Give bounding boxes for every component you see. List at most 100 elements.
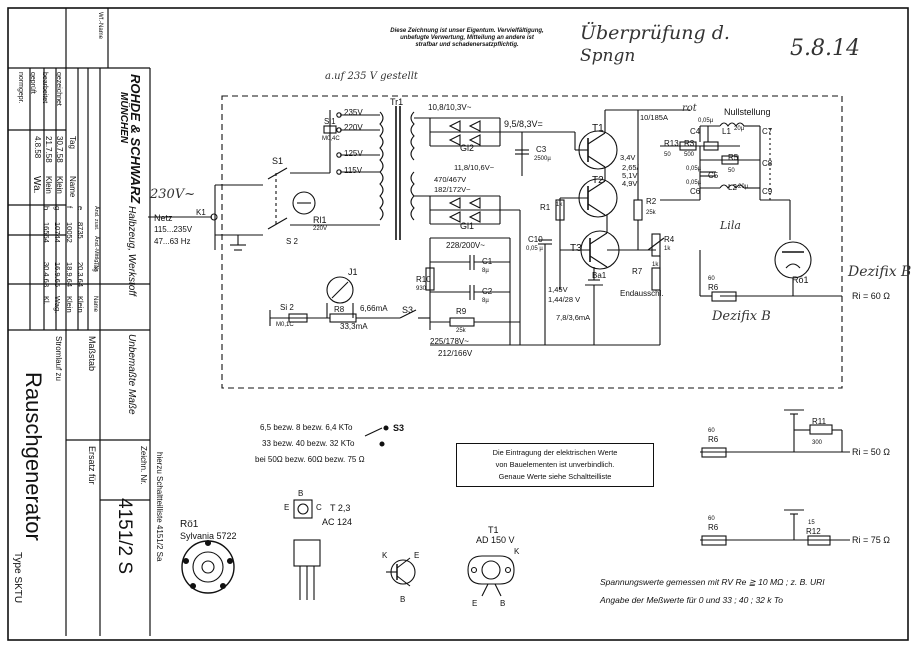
lamp-rl1 [292, 191, 316, 215]
transistor-t1 [574, 110, 618, 170]
handwritten-dezifix: Dezifix B [848, 264, 912, 280]
c3-label: C3 [536, 145, 547, 154]
r3-value: 500 [684, 152, 695, 158]
checked-date: 21.7.58 [44, 136, 53, 163]
c1-label: C1 [482, 257, 493, 266]
r12-value: 15 [808, 520, 815, 526]
head-name: Name [68, 176, 77, 198]
change-cell: g [53, 206, 62, 211]
rectifier-gl1 [414, 195, 521, 345]
l2-label: L2 [728, 183, 737, 192]
r13-value: 50 [664, 152, 671, 158]
tested-name: Wa. [31, 176, 42, 194]
rl1-spec: 220V [313, 226, 328, 232]
endausschl-label: Endausschl. [620, 289, 664, 298]
r10-label: R10 [416, 275, 431, 284]
sheet-border [7, 7, 909, 641]
pin-e-label: E [284, 503, 290, 512]
note-line: Genaue Werte siehe Schaltteilliste [498, 472, 612, 481]
r6-label: R6 [708, 283, 719, 292]
s3-legend-line-2: 33 bezw. 40 bezw. 32 KTo [262, 439, 355, 448]
hv-filter [425, 237, 520, 346]
ersatz-label: Ersatz für [87, 446, 97, 485]
label-drawn: gezeichnet [55, 72, 62, 106]
c9-label: C9 [762, 187, 773, 196]
r3-label: R3 [684, 139, 695, 148]
handwritten-date: 5.8.14 [790, 36, 860, 61]
r4-value: 1k [664, 246, 671, 252]
handwritten-rot: rot [682, 103, 697, 114]
r6-value-75: 60 [708, 516, 715, 522]
v34-label: 3,4V [620, 153, 636, 162]
r6-value-50: 60 [708, 428, 715, 434]
r1-label: R1 [540, 203, 551, 212]
company-name: ROHDE & SCHWARZ [128, 74, 143, 204]
v118-label: 11,8/10,6V~ [454, 163, 495, 172]
r11-label: R11 [812, 417, 827, 426]
i666-label: 6,66mA [360, 304, 388, 313]
mains-input [148, 167, 330, 251]
ri75-label: Ri = 75 Ω [852, 535, 890, 545]
transistor-t2 [560, 167, 618, 218]
c10-label: C10 [528, 235, 543, 244]
halbzeug-label: Halbzeug, Werkstoff [126, 206, 137, 296]
si1-spec: M0,4C [322, 136, 340, 142]
pin-e-label-3: E [472, 599, 478, 608]
stromlauf-label: Stromlauf zu [54, 336, 63, 381]
s1-label: S1 [272, 156, 284, 166]
tested-date: 4.8.58 [33, 136, 42, 159]
rl1-label: Rl1 [313, 215, 327, 225]
pin-b-label-3: B [500, 599, 506, 608]
handwritten-dezifix-r6: Dezifix B [712, 309, 771, 324]
c3-value: 2500µ [534, 156, 551, 162]
change-cell: 10052 [65, 222, 74, 243]
enclosure-dashed [221, 95, 843, 389]
notice-line: strafbar und schadenersatzpflichtig. [415, 42, 519, 48]
change-cell: Klein [65, 296, 74, 313]
note-box: Die Eintragung der elektrischen Werte vo… [456, 443, 654, 487]
r13-label: R13 [664, 139, 679, 148]
change-cell: 18.9.64 [65, 262, 74, 288]
r12-label: R12 [806, 527, 821, 536]
unbemasst-label: Unbemaßte Maße [126, 334, 137, 415]
v125-label: 125V [344, 149, 363, 158]
v470-label: 470/467V [434, 175, 467, 184]
r2-label: R2 [646, 197, 657, 206]
c2-label: C2 [482, 287, 493, 296]
meter-circuit [269, 276, 430, 326]
r8-label: R8 [334, 305, 345, 314]
si1-label: Si1 [324, 117, 336, 126]
gl1-label: Gl1 [460, 221, 475, 231]
tube-outline [181, 539, 235, 594]
notice-line: unbefugte Verwertung, Mitteilung an ande… [400, 35, 534, 41]
r7-value: 1k [652, 262, 659, 268]
transistor-t23-outline [293, 499, 321, 600]
drawn-date: 30.7.58 [55, 136, 64, 163]
si2-spec: M0,1C [276, 322, 294, 328]
r4-label: R4 [664, 235, 675, 244]
head-tag: Tag [68, 136, 77, 149]
tube-label: Rö1 [180, 519, 199, 530]
c2-value: 8µ [482, 298, 489, 304]
tr1-label: Tr1 [390, 97, 404, 107]
r10-value: 930 [416, 286, 427, 292]
note-line: Die Eintragung der elektrischen Werte [492, 448, 618, 457]
v225-label: 225/178V~ [430, 337, 469, 346]
company-city: MÜNCHEN [118, 92, 129, 144]
checked-name: Klein [44, 176, 53, 194]
output-variant-50 [700, 409, 850, 458]
t23-label: T 2,3 [330, 503, 351, 513]
r6-label-75: R6 [708, 523, 719, 532]
tr-v2-label: 9,5/8,3V= [504, 119, 543, 129]
change-cell: 8735 [76, 222, 85, 239]
c4-label: C4 [690, 127, 701, 136]
handwritten-lila: Lila [720, 219, 741, 232]
l1-label: L1 [722, 127, 731, 136]
r6-label-50: R6 [708, 435, 719, 444]
v265-label: 2,65/ [622, 163, 639, 172]
c6-label: C6 [690, 187, 701, 196]
s3-legend-line-3: bei 50Ω bezw. 60Ω bezw. 75 Ω [255, 455, 365, 464]
l2-value: 20µ [738, 184, 749, 190]
noise-diode-ro1 [699, 241, 842, 302]
r9-value: 25k [456, 328, 466, 334]
